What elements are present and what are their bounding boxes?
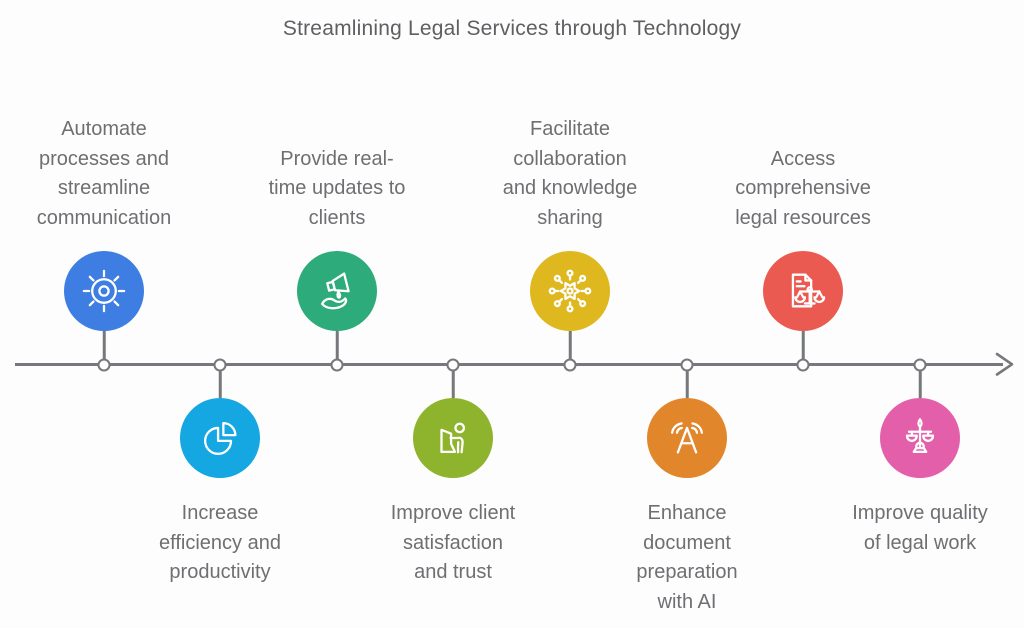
timeline-node (680, 358, 694, 372)
item-label: Access comprehensive legal resources (735, 147, 871, 229)
icon-circle (647, 398, 727, 478)
item-label: Improve client satisfaction and trust (390, 502, 516, 583)
timeline-axis (15, 363, 1003, 366)
icon-circle (763, 251, 843, 331)
gear-icon (82, 269, 126, 313)
megaphone-hand-icon (320, 272, 350, 310)
item-label: Automate processes and streamline commun… (36, 118, 172, 229)
connector-stem (685, 365, 689, 398)
connector-stem (568, 331, 572, 365)
page-title: Streamlining Legal Services through Tech… (282, 17, 742, 40)
connector-stem (918, 365, 922, 398)
timeline-node (446, 358, 460, 372)
icon-circle (64, 251, 144, 331)
timeline-arrowhead (995, 352, 1014, 376)
network-hub-icon (548, 269, 592, 313)
timeline-node (563, 358, 577, 372)
person-desk-icon (440, 422, 466, 454)
pie-chart-icon (204, 421, 237, 455)
connector-stem (335, 331, 339, 365)
icon-circle (413, 398, 493, 478)
timeline-node (330, 358, 344, 372)
item-label: Provide real- time updates to clients (268, 147, 406, 229)
timeline-node (796, 358, 810, 372)
icon-circle (180, 398, 260, 478)
connector-stem (218, 365, 222, 398)
item-label: Facilitate collaboration and knowledge s… (502, 118, 638, 229)
document-scales-icon (791, 273, 826, 308)
timeline-node (213, 358, 227, 372)
connector-stem (102, 331, 106, 365)
item-label: Increase efficiency and productivity (159, 502, 281, 583)
icon-circle (880, 398, 960, 478)
ai-signal-icon (670, 422, 704, 454)
item-label: Enhance document preparation with AI (636, 502, 738, 613)
justice-scales-icon (905, 418, 935, 454)
icon-circle (530, 251, 610, 331)
connector-stem (801, 331, 805, 365)
icon-circle (297, 251, 377, 331)
item-label: Improve quality of legal work (852, 502, 988, 554)
timeline-node (913, 358, 927, 372)
connector-stem (451, 365, 455, 398)
timeline-node (97, 358, 111, 372)
